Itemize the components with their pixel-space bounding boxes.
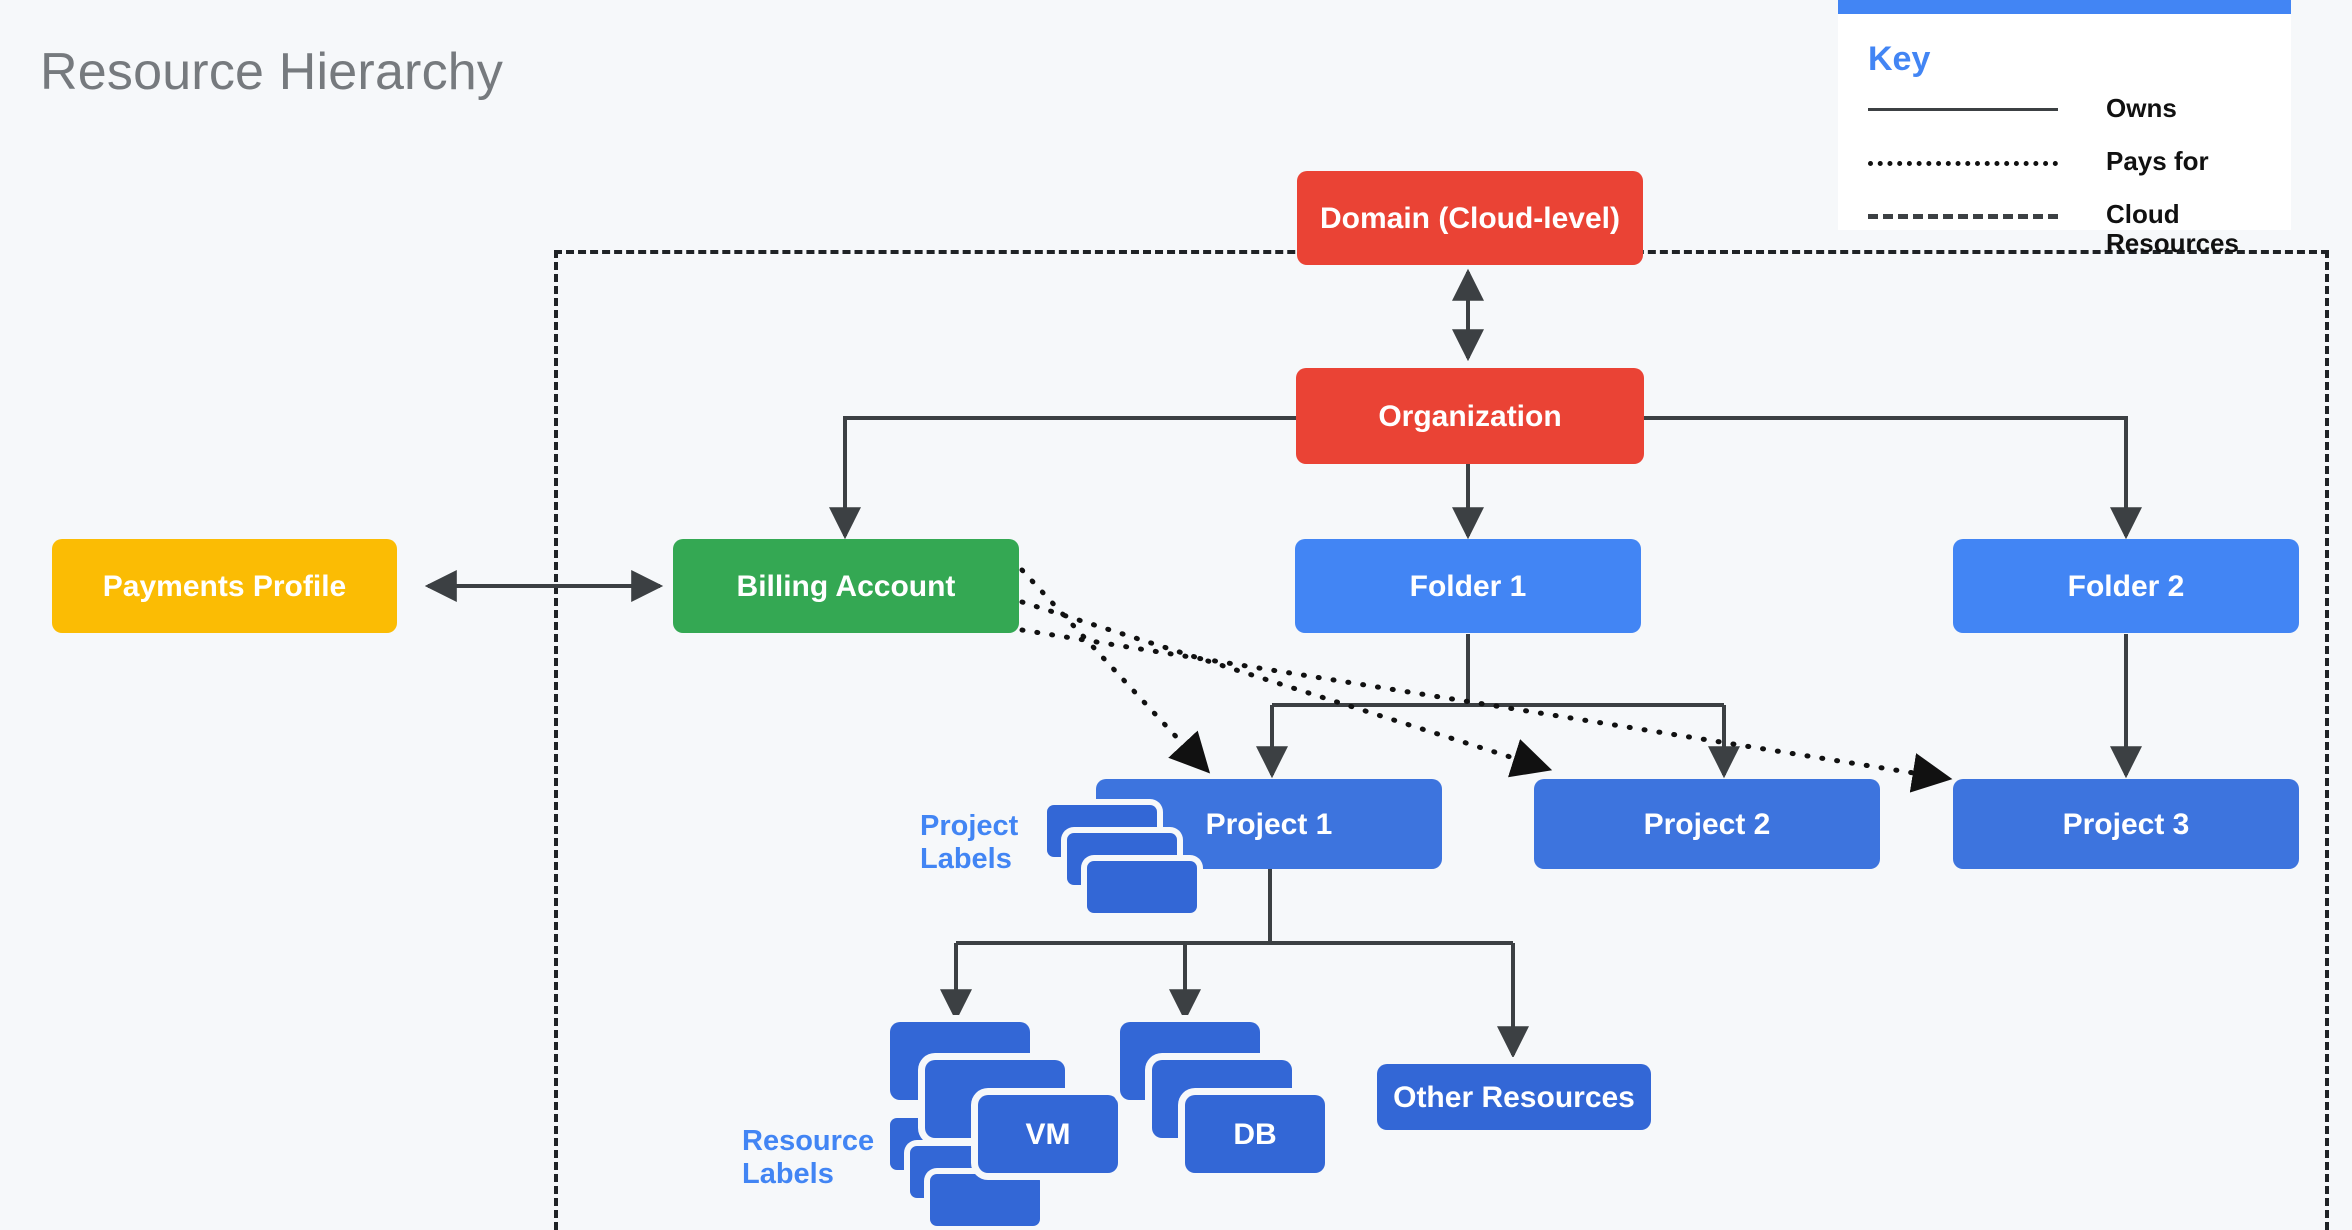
node-other-resources[interactable]: Other Resources [1377,1064,1651,1130]
key-row-cloud-resources: Cloud Resources [1868,199,2239,259]
key-label-pays-for: Pays for [2106,146,2209,176]
dotted-line-icon [1868,161,2058,166]
key-row-pays-for: Pays for [1868,146,2209,176]
key-row-owns: Owns [1868,93,2177,123]
key-label-cloud-resources: Cloud Resources [2106,199,2239,259]
node-folder-2[interactable]: Folder 2 [1953,539,2299,633]
node-payments-profile[interactable]: Payments Profile [52,539,397,633]
node-folder-1[interactable]: Folder 1 [1295,539,1641,633]
node-billing-account[interactable]: Billing Account [673,539,1019,633]
key-label-owns: Owns [2106,93,2177,123]
node-project-2[interactable]: Project 2 [1534,779,1880,869]
node-domain[interactable]: Domain (Cloud-level) [1297,171,1643,265]
key-panel: Key Owns Pays for Cloud Resources [1838,0,2291,258]
resource-labels-caption: Resource Labels [742,1125,875,1191]
resource-label-tag-3 [930,1174,1040,1226]
node-db[interactable]: DB [1185,1095,1325,1173]
node-vm[interactable]: VM [978,1095,1118,1173]
key-title: Key [1868,40,1931,78]
project-label-tag-3 [1087,861,1197,913]
node-project-3[interactable]: Project 3 [1953,779,2299,869]
solid-line-icon [1868,108,2058,111]
project-labels-caption: Project Labels [920,810,1019,876]
dashed-line-icon [1868,214,2058,219]
node-organization[interactable]: Organization [1296,368,1644,464]
page-title: Resource Hierarchy [40,43,504,101]
